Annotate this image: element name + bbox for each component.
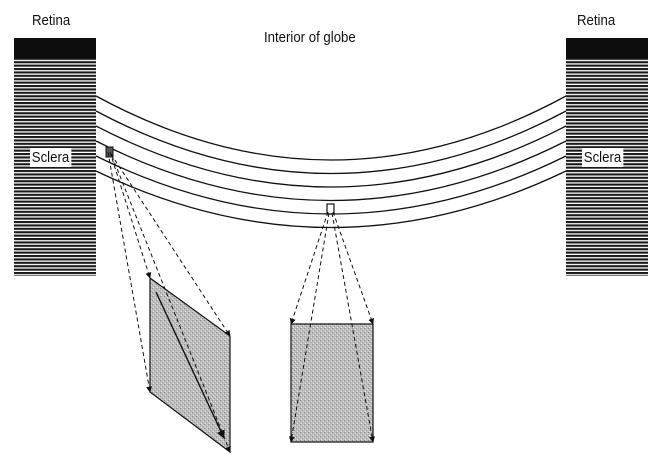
right-retina-band bbox=[566, 38, 648, 58]
central-projection-lines bbox=[288, 211, 376, 443]
sclera-label-right: Sclera bbox=[582, 148, 623, 167]
lamella-arc bbox=[95, 170, 567, 229]
central-sample-marker bbox=[326, 203, 335, 215]
lamella-arc bbox=[95, 125, 567, 188]
sclera-label-left: Sclera bbox=[30, 148, 71, 167]
lamella-arc bbox=[95, 110, 567, 175]
right-sclera-block bbox=[566, 38, 648, 276]
lamella-arc bbox=[95, 140, 567, 202]
oblique-section-arrow bbox=[155, 291, 225, 439]
left-sclera-block bbox=[14, 38, 96, 276]
left-sclera-stripes bbox=[14, 58, 96, 276]
peripheral-sample-marker bbox=[105, 146, 114, 158]
right-sclera-stripes bbox=[566, 58, 648, 276]
lamella-arc bbox=[95, 95, 567, 161]
left-retina-band bbox=[14, 38, 96, 58]
interior-of-globe-label: Interior of globe bbox=[264, 29, 356, 46]
transverse-section bbox=[290, 323, 374, 443]
retina-label-left: Retina bbox=[32, 12, 71, 29]
retina-label-right: Retina bbox=[577, 12, 616, 29]
peripheral-projection-lines bbox=[107, 151, 231, 453]
